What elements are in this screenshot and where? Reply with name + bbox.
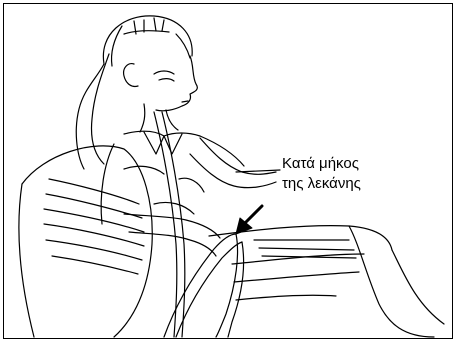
callout-line-1: Κατά μήκος [282, 154, 361, 174]
shoulder-belt [154, 112, 185, 337]
face [124, 56, 198, 111]
callout-line-2: της λεκάνης [282, 174, 361, 194]
pelvis-callout-label: Κατά μήκος της λεκάνης [282, 154, 361, 194]
seat-backrest [19, 146, 152, 337]
callout-leader-line [236, 170, 280, 172]
legs [209, 226, 444, 337]
hair [76, 16, 192, 169]
arms [124, 138, 276, 256]
seated-woman-seatbelt-illustration [4, 4, 453, 339]
diagram-frame: Κατά μήκος της λεκάνης [3, 3, 453, 339]
